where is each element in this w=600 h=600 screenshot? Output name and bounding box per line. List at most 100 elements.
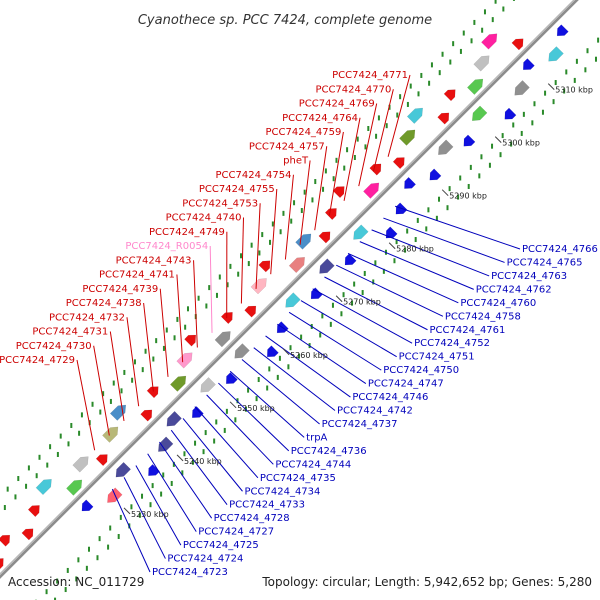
forward-gene-feature	[288, 256, 305, 274]
forward-gene-feature	[473, 55, 490, 72]
gene-label: PCC7424_4766	[522, 244, 598, 255]
reverse-gene-feature	[285, 292, 301, 308]
gene-label: PCC7424_4751	[399, 352, 475, 363]
gene-label: PCC7424_4740	[166, 213, 242, 224]
ruler-tick	[229, 401, 237, 409]
label-leader	[343, 117, 361, 201]
gene-labels: PCC7424_4771PCC7424_4770PCC7424_4769PCC7…	[0, 70, 598, 578]
reverse-gene-feature	[319, 258, 335, 274]
reverse-gene-feature	[404, 176, 417, 189]
label-leader	[299, 160, 311, 245]
reverse-gene-feature	[429, 168, 442, 181]
forward-gene-feature	[184, 334, 197, 347]
label-leader	[76, 359, 96, 451]
gene-label: PCC7424_4759	[265, 127, 341, 138]
accession-text: Accession: NC_011729	[8, 575, 144, 589]
forward-gene-feature	[324, 208, 337, 221]
forward-gene-feature	[35, 478, 52, 496]
ruler-tick	[494, 136, 502, 143]
gene-label: PCC7424_4739	[82, 284, 158, 295]
gene-label: PCC7424_4730	[16, 341, 92, 352]
forward-gene-feature	[0, 558, 4, 570]
reverse-gene-feature	[200, 377, 216, 393]
gene-label: PCC7424_4769	[299, 99, 375, 110]
reverse-gene-feature	[225, 372, 238, 385]
forward-gene-feature	[140, 409, 153, 422]
gene-label: PCC7424_4758	[445, 311, 521, 322]
ruler-tick	[282, 348, 290, 356]
label-leader	[109, 331, 125, 421]
gene-label: PCC7424_4755	[199, 184, 275, 195]
ruler-label: 5240 kbp	[184, 457, 222, 466]
gene-label: PCC7424_4741	[99, 270, 175, 281]
ruler-tick	[547, 83, 555, 90]
label-leader	[253, 347, 336, 411]
label-leader	[358, 103, 378, 187]
gene-label: PCC7424_4747	[368, 379, 444, 390]
forward-gene-feature	[0, 534, 11, 547]
gene-label: PCC7424_4725	[183, 540, 259, 551]
label-leader	[206, 394, 274, 465]
reverse-gene-feature	[463, 134, 476, 147]
label-leader	[159, 441, 213, 519]
forward-gene-feature	[332, 186, 345, 199]
gene-label: PCC7424_4732	[49, 312, 125, 323]
forward-gene-feature	[169, 375, 187, 392]
gene-label: PCC7424_4752	[414, 338, 490, 349]
reverse-gene-feature	[471, 105, 488, 121]
forward-gene-feature	[437, 112, 450, 125]
ruler-tick	[441, 189, 449, 197]
gene-label: PCC7424_4743	[116, 255, 192, 266]
ruler-label: 5280 kbp	[396, 245, 434, 254]
forward-gene-feature	[244, 305, 257, 318]
ruler-label: 5310 kbp	[555, 86, 593, 95]
reverse-gene-feature	[514, 80, 530, 96]
label-leader	[328, 131, 344, 216]
ruler-label: 5250 kbp	[237, 404, 275, 413]
reverse-gene-feature	[266, 345, 279, 358]
gene-label: PCC7424_4736	[291, 446, 367, 457]
label-leader	[270, 188, 278, 275]
label-leader	[218, 382, 290, 452]
label-leader	[372, 89, 394, 172]
forward-gene-feature	[295, 233, 312, 250]
gene-label: PCC7424_4738	[66, 298, 142, 309]
ruler-label: 5230 kbp	[131, 510, 169, 519]
label-leader	[277, 323, 367, 384]
label-leader	[126, 317, 140, 407]
gene-label: PCC7424_4754	[216, 170, 292, 181]
label-leader	[387, 74, 411, 157]
forward-gene-feature	[392, 157, 405, 170]
label-leader	[241, 359, 320, 425]
forward-gene-feature	[250, 278, 267, 295]
label-leader	[255, 203, 261, 289]
gene-label: PCC7424_4727	[198, 527, 274, 538]
label-leader	[143, 302, 154, 392]
label-leader	[359, 241, 474, 290]
label-leader	[288, 311, 382, 371]
forward-gene-feature	[214, 331, 231, 348]
gene-label: PCC7424_4763	[491, 271, 567, 282]
gene-label: PCC7424_4753	[182, 198, 258, 209]
gene-label: PCC7424_4750	[383, 365, 459, 376]
reverse-gene-feature	[353, 224, 369, 240]
gene-label: PCC7424_4749	[149, 227, 225, 238]
gene-label: PCC7424_4764	[282, 113, 358, 124]
label-leader	[111, 488, 151, 573]
gene-label: PCC7424_4746	[352, 392, 428, 403]
label-leader	[194, 406, 259, 479]
ruler-label: 5300 kbp	[502, 139, 540, 148]
label-leader	[182, 418, 243, 492]
reverse-gene-feature	[115, 461, 132, 478]
gene-label: PCC7424_4770	[315, 84, 391, 95]
forward-gene-feature	[466, 78, 484, 95]
forward-gene-feature	[399, 129, 416, 146]
forward-gene-feature	[443, 89, 456, 102]
gene-label: pheT	[283, 156, 309, 167]
label-leader	[240, 217, 244, 304]
reverse-gene-feature	[504, 107, 517, 120]
label-leader	[336, 264, 444, 317]
label-leader	[209, 245, 213, 333]
